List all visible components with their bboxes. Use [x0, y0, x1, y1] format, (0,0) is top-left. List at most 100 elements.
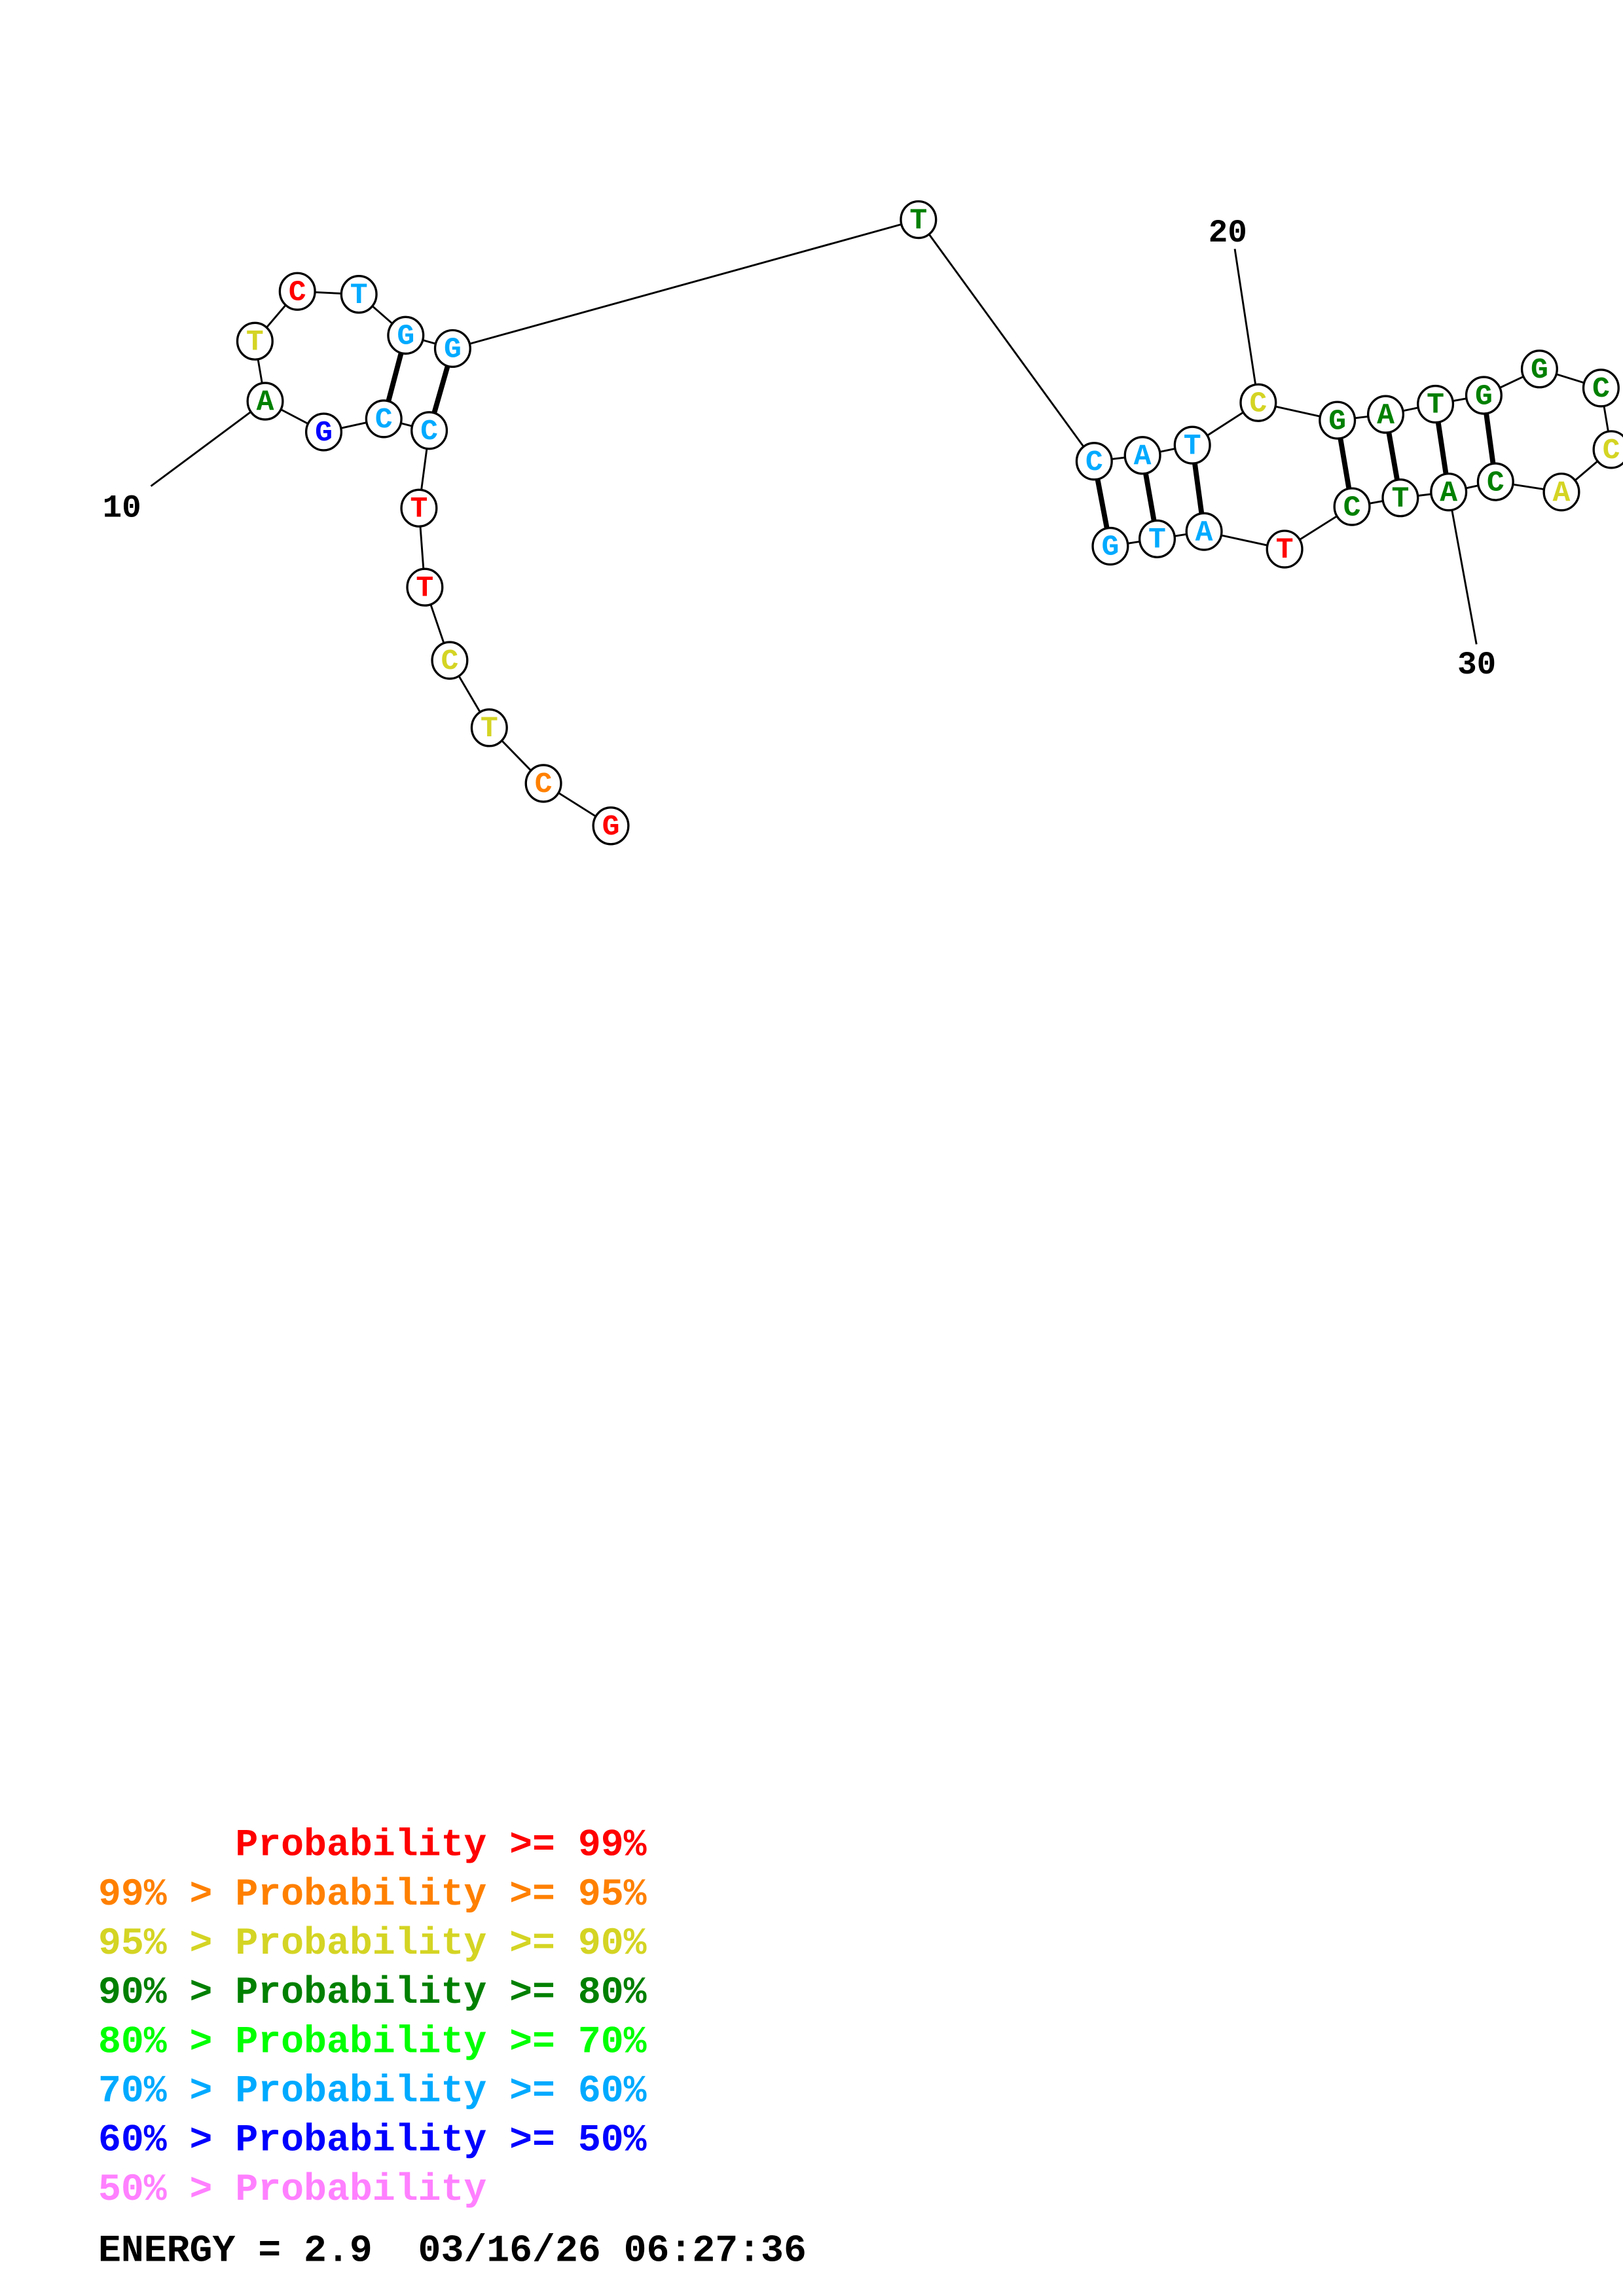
nucleotide-circle: [1333, 487, 1371, 526]
nucleotide-base: T: [246, 327, 264, 359]
tick-30: [1448, 492, 1478, 645]
nucleotide-8: C: [365, 399, 403, 439]
nucleotide-base: C: [535, 768, 553, 801]
nucleotide-base: T: [1427, 389, 1444, 422]
nucleotide-circle: [387, 315, 425, 355]
nucleotide-35: T: [1138, 519, 1176, 558]
position-label-30: 30: [1457, 647, 1496, 683]
nucleotide-23: T: [1417, 384, 1455, 424]
nucleotide-33: T: [1266, 529, 1304, 569]
nucleotide-circle: [1123, 436, 1161, 475]
position-label-20: 20: [1209, 215, 1247, 251]
backbone-segment: [917, 219, 1095, 462]
legend-row: 60% > Probability >= 50%: [98, 2120, 647, 2162]
nucleotide-base: T: [1276, 534, 1294, 567]
nucleotide-2: C: [524, 764, 562, 803]
nucleotide-base: C: [375, 404, 393, 437]
nucleotide-base: G: [444, 334, 462, 367]
nucleotide-circle: [592, 806, 630, 846]
nucleotide-circle: [1476, 462, 1514, 501]
nucleotide-base: G: [1328, 405, 1346, 438]
nucleotide-circle: [1266, 529, 1304, 569]
nucleotide-circle: [1319, 401, 1357, 440]
nucleotide-base: A: [1377, 399, 1395, 432]
nucleotide-28: A: [1542, 473, 1580, 512]
probability-legend: Probability >= 99%99% > Probability >= 9…: [98, 1825, 647, 2212]
nucleotide-circle: [1465, 376, 1503, 415]
legend-row: 90% > Probability >= 80%: [98, 1972, 647, 2015]
nucleotide-base: T: [909, 205, 927, 238]
nucleotide-circle: [1430, 473, 1468, 512]
nucleotide-circle: [1582, 368, 1620, 408]
nucleotide-24: G: [1465, 376, 1503, 415]
nucleotide-base: G: [397, 321, 414, 353]
nucleotide-circle: [1381, 478, 1419, 518]
nucleotide-circle: [365, 399, 403, 439]
legend-row: 95% > Probability >= 90%: [98, 1923, 647, 1965]
nucleotide-19: T: [1173, 425, 1211, 465]
nucleotide-base: C: [1085, 446, 1103, 479]
nucleotide-circle: [304, 412, 343, 452]
nucleotide-18: A: [1123, 436, 1161, 475]
backbone: [253, 219, 1613, 827]
nucleotide-32: C: [1333, 487, 1371, 526]
nucleotide-7: C: [410, 411, 448, 450]
nucleotide-34: A: [1185, 512, 1223, 551]
nucleotide-26: C: [1582, 368, 1620, 408]
nucleotide-base: A: [1440, 477, 1457, 510]
nucleotide-base: T: [416, 572, 433, 605]
nucleotide-circle: [433, 329, 471, 368]
nucleotide-circle: [1366, 395, 1405, 434]
nucleotide-circle: [1185, 512, 1223, 551]
position-ticks: [150, 249, 1478, 645]
nucleotide-base: A: [1553, 477, 1571, 510]
nucleotide-base: T: [410, 493, 428, 526]
nucleotide-4: C: [431, 641, 469, 680]
backbone-segment: [452, 219, 919, 350]
nucleotide-base: T: [350, 279, 368, 312]
base-pairs: [381, 334, 1499, 547]
legend-row: Probability >= 99%: [98, 1825, 647, 1867]
nucleotide-circle: [1173, 425, 1211, 465]
nucleotide-circle: [470, 708, 508, 747]
nucleotide-circle: [340, 275, 378, 314]
nucleotide-25: G: [1520, 350, 1558, 389]
nucleotide-base: C: [1592, 373, 1610, 406]
nucleotide-11: T: [236, 321, 274, 361]
nucleotide-base: G: [1475, 380, 1493, 413]
nucleotide-base: C: [1343, 492, 1361, 524]
nucleotide-circle: [400, 488, 438, 528]
nucleotide-circle: [900, 200, 938, 240]
legend-row: 70% > Probability >= 60%: [98, 2070, 647, 2113]
nucleotide-6: T: [400, 488, 438, 528]
nucleotide-base: A: [257, 386, 274, 419]
legend-row: 50% > Probability: [98, 2169, 486, 2212]
nucleotide-base: C: [1487, 467, 1504, 499]
nucleotide-base: C: [1249, 387, 1267, 420]
nucleotide-circle: [431, 641, 469, 680]
nucleotide-base: G: [1101, 531, 1119, 564]
nucleotide-circle: [1138, 519, 1176, 558]
nucleotide-base: T: [1391, 483, 1409, 516]
nucleotide-30: A: [1430, 473, 1468, 512]
nucleotide-circle: [278, 272, 316, 311]
nucleotide-10: A: [246, 382, 284, 421]
nucleotide-base: T: [1148, 524, 1166, 557]
position-label-10: 10: [103, 490, 141, 527]
nucleotide-20: C: [1239, 383, 1277, 422]
nucleotide-13: T: [340, 275, 378, 314]
nucleotide-21: G: [1319, 401, 1357, 440]
legend-row: 80% > Probability >= 70%: [98, 2021, 647, 2064]
nucleotide-29: C: [1476, 462, 1514, 501]
nucleotide-circle: [1091, 526, 1129, 566]
nucleotide-base: G: [602, 811, 620, 844]
nucleotide-9: G: [304, 412, 343, 452]
nucleotide-circle: [524, 764, 562, 803]
nucleotide-base: C: [289, 276, 306, 309]
nucleotide-circle: [1239, 383, 1277, 422]
nucleotide-14: G: [387, 315, 425, 355]
nucleotide-15: G: [433, 329, 471, 368]
nucleotide-base: C: [420, 416, 438, 448]
